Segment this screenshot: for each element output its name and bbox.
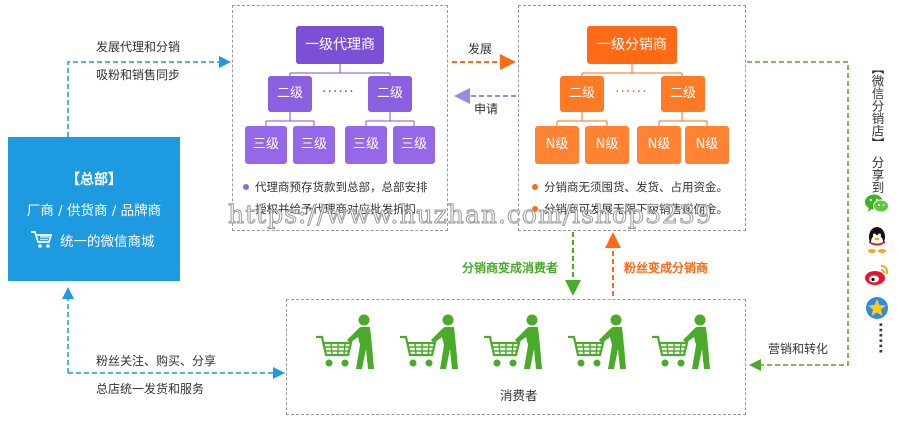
distributor-ellipsis: ······ <box>615 84 648 100</box>
headquarters-box: 【总部】 厂商 / 供货商 / 品牌商 统一的微信商城 <box>8 137 180 281</box>
label-unified-delivery: 总店统一发货和服务 <box>96 382 205 396</box>
share-title: 【微信分销店】 <box>869 62 885 150</box>
shopper-with-cart-icon <box>652 314 710 369</box>
agent-ellipsis: ······ <box>322 84 355 100</box>
shopper-with-cart-icon <box>316 314 374 369</box>
agent-bullet-1: 代理商预存货款到总部，总部安排 <box>243 178 428 196</box>
hq-line2: 统一的微信商城 <box>60 234 155 250</box>
agent-tree-lines <box>265 64 415 126</box>
shopper-with-cart-icon <box>484 314 542 369</box>
shopping-cart-icon <box>31 231 53 248</box>
weibo-icon[interactable] <box>863 262 891 288</box>
distributor-leveln-node: N级 <box>585 126 629 164</box>
distributor-bullet-1: 分销商无须囤货、发货、占用资金。 <box>532 178 728 196</box>
hq-mall-row: 统一的微信商城 <box>30 229 160 250</box>
distributor-bullet-2: 分销商可发展无限下级销售赚佣金。 <box>532 200 728 218</box>
label-dist-to-consumer: 分销商变成消费者 <box>462 261 559 275</box>
label-marketing: 营销和转化 <box>768 342 829 356</box>
wechat-store-title: 【微信分销店】 分享到 <box>866 62 888 193</box>
agent-level3-node: 三级 <box>393 126 435 164</box>
qq-icon[interactable] <box>865 226 889 254</box>
label-develop: 发展 <box>468 42 493 56</box>
label-fan-to-dist: 粉丝变成分销商 <box>624 261 709 275</box>
hq-title: 【总部】 <box>66 172 122 188</box>
distributor-level1-node: 一级分销商 <box>587 26 677 64</box>
distributor-level2-node: 二级 <box>661 76 705 112</box>
agent-hierarchy-box <box>232 5 448 231</box>
agent-level3-node: 三级 <box>245 126 287 164</box>
hq-line1: 厂商 / 供货商 / 品牌商 <box>26 203 162 219</box>
distributor-leveln-node: N级 <box>637 126 681 164</box>
distributor-hierarchy-box <box>518 5 746 231</box>
label-fans-buy-share: 粉丝关注、购买、分享 <box>96 354 217 368</box>
consumers-box <box>286 299 746 415</box>
qzone-icon[interactable] <box>864 295 890 321</box>
agent-bullet-2: 授权并给予代理商对应批发折扣。 <box>255 202 428 216</box>
wechat-icon[interactable] <box>864 192 890 216</box>
more-dots: ······ <box>872 322 888 354</box>
distributor-leveln-node: N级 <box>535 126 579 164</box>
distributor-level2-node: 二级 <box>560 76 604 112</box>
agent-level1-node: 一级代理商 <box>296 26 384 64</box>
distributor-tree-lines <box>556 64 708 126</box>
agent-level3-node: 三级 <box>345 126 387 164</box>
agent-level3-node: 三级 <box>293 126 335 164</box>
consumers-label: 消费者 <box>500 388 538 403</box>
agent-level2-node: 二级 <box>368 76 412 112</box>
share-to-label: 分享到 <box>869 155 885 194</box>
label-fans-sales: 吸粉和销售同步 <box>96 68 181 82</box>
watermark-url: https://www.huzhan.com/ishop5239 <box>228 200 713 230</box>
agent-level2-node: 二级 <box>268 76 312 112</box>
label-apply: 申请 <box>474 102 499 116</box>
label-develop-agents: 发展代理和分销 <box>96 40 181 54</box>
shopper-with-cart-icon <box>400 314 458 369</box>
shopper-with-cart-icon <box>568 314 626 369</box>
distributor-leveln-node: N级 <box>685 126 729 164</box>
